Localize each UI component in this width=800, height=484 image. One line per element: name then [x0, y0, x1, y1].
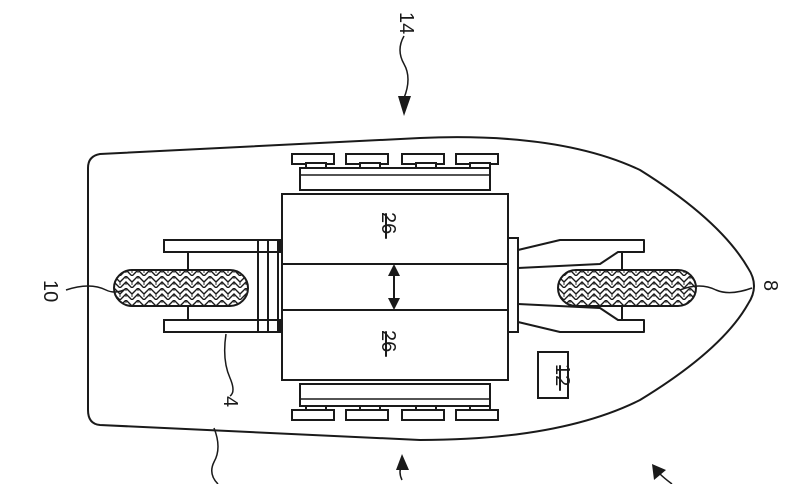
label-4: 4	[219, 396, 241, 407]
track-pads-top	[291, 153, 499, 169]
label-26-top: 26	[377, 212, 399, 234]
label-10: 10	[39, 280, 61, 302]
track-belt-bottom	[299, 383, 491, 407]
gap-double-arrow	[388, 264, 400, 310]
view-arrow-bottom-head	[396, 454, 409, 470]
track-pads-bottom	[291, 405, 499, 421]
label-box-12	[537, 351, 569, 399]
label-26-bottom-group: 26	[377, 330, 399, 352]
label-12: 12	[551, 364, 573, 386]
leader-10	[65, 285, 125, 293]
label-12-group: 12	[551, 364, 573, 386]
block-26-bottom	[281, 309, 509, 381]
block-26-top	[281, 193, 509, 265]
front-wheel	[557, 269, 697, 307]
hull-outline	[87, 136, 755, 441]
label-8: 8	[759, 280, 781, 291]
view-arrow-14-head	[398, 96, 411, 116]
leader-4	[223, 333, 234, 397]
view-arrow-diag	[659, 473, 673, 484]
label-14: 14	[395, 12, 417, 34]
rear-fork	[163, 239, 281, 333]
leader-8	[679, 285, 753, 294]
view-arrow-14	[399, 35, 409, 99]
track-belt-top	[299, 167, 491, 191]
view-arrow-diag-head	[652, 464, 666, 480]
rear-wheel	[113, 269, 249, 307]
label-26-top-group: 26	[377, 212, 399, 234]
label-26-bottom: 26	[377, 330, 399, 352]
leader-hull	[211, 427, 219, 484]
